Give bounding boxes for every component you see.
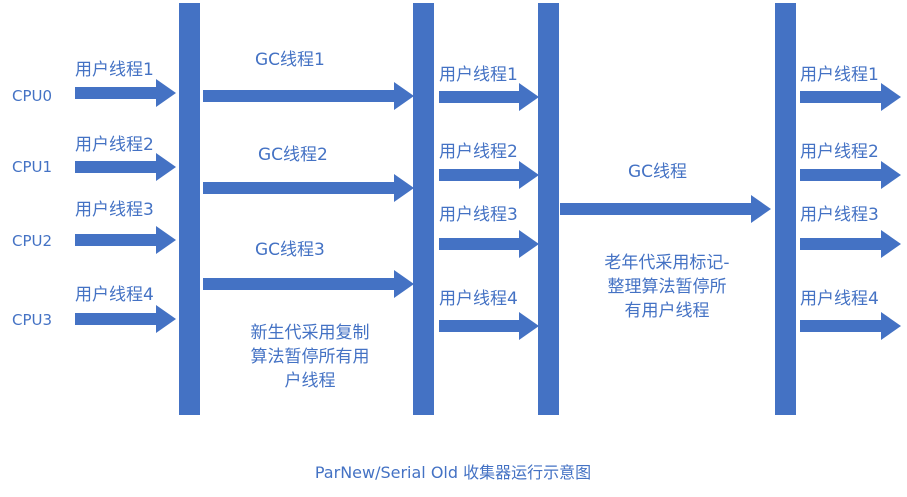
mid-user-thread-label-4: 用户线程4 xyxy=(439,289,518,309)
phase-bar-4 xyxy=(775,3,796,415)
cpu-label-1: CPU1 xyxy=(12,158,52,176)
old-gc-thread-arrow xyxy=(560,195,771,223)
phase-bar-3 xyxy=(538,3,559,415)
final-user-thread-arrow-1 xyxy=(800,83,901,111)
user-thread-arrow-3 xyxy=(75,226,176,254)
mid-user-thread-arrow-4 xyxy=(439,312,539,340)
user-thread-label-1: 用户线程1 xyxy=(75,60,154,80)
user-thread-label-4: 用户线程4 xyxy=(75,285,154,305)
young-gen-note-line-3: 户线程 xyxy=(285,371,336,391)
cpu-label-3: CPU3 xyxy=(12,311,52,329)
user-thread-label-2: 用户线程2 xyxy=(75,135,154,155)
user-thread-label-3: 用户线程3 xyxy=(75,200,154,220)
old-gc-thread-label: GC线程 xyxy=(628,162,687,182)
gc-thread-arrow-1 xyxy=(203,82,414,110)
final-user-thread-arrow-3 xyxy=(800,230,901,258)
gc-thread-label-1: GC线程1 xyxy=(255,50,325,70)
mid-user-thread-arrow-1 xyxy=(439,83,539,111)
old-gen-note-line-3: 有用户线程 xyxy=(625,301,710,321)
phase-bar-1 xyxy=(179,3,200,415)
final-user-thread-label-1: 用户线程1 xyxy=(800,65,879,85)
phase-bar-2 xyxy=(413,3,434,415)
gc-thread-arrow-3 xyxy=(203,270,414,298)
young-gen-note-line-2: 算法暂停所有用 xyxy=(251,347,370,367)
final-user-thread-label-2: 用户线程2 xyxy=(800,142,879,162)
cpu-label-2: CPU2 xyxy=(12,232,52,250)
user-thread-arrow-1 xyxy=(75,79,176,107)
gc-thread-label-3: GC线程3 xyxy=(255,240,325,260)
old-gen-note-line-2: 整理算法暂停所 xyxy=(608,277,727,297)
mid-user-thread-label-1: 用户线程1 xyxy=(439,65,518,85)
mid-user-thread-label-3: 用户线程3 xyxy=(439,205,518,225)
gc-thread-label-2: GC线程2 xyxy=(258,145,328,165)
final-user-thread-arrow-4 xyxy=(800,312,901,340)
final-user-thread-label-4: 用户线程4 xyxy=(800,289,879,309)
user-thread-arrow-2 xyxy=(75,153,176,181)
mid-user-thread-arrow-3 xyxy=(439,230,539,258)
mid-user-thread-arrow-2 xyxy=(439,161,539,189)
final-user-thread-arrow-2 xyxy=(800,161,901,189)
gc-thread-arrow-2 xyxy=(203,174,414,202)
final-user-thread-label-3: 用户线程3 xyxy=(800,205,879,225)
user-thread-arrow-4 xyxy=(75,305,176,333)
mid-user-thread-label-2: 用户线程2 xyxy=(439,142,518,162)
old-gen-note-line-1: 老年代采用标记- xyxy=(604,253,729,273)
cpu-label-0: CPU0 xyxy=(12,87,52,105)
diagram-caption: ParNew/Serial Old 收集器运行示意图 xyxy=(315,463,591,482)
young-gen-note-line-1: 新生代采用复制 xyxy=(251,323,370,343)
